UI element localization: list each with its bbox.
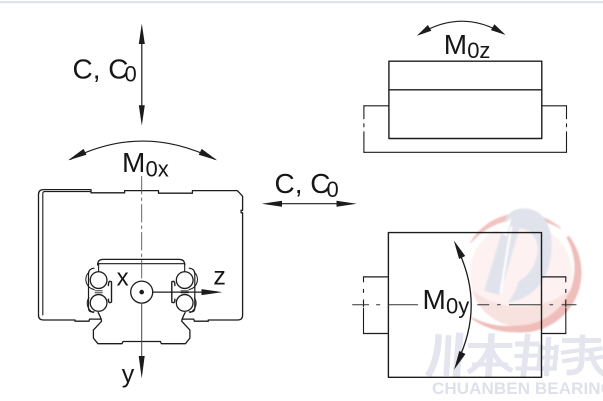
svg-text:z: z: [213, 263, 226, 291]
svg-text:0x: 0x: [146, 157, 169, 182]
svg-text:x: x: [117, 265, 129, 292]
svg-text:M: M: [122, 147, 145, 178]
svg-text:0z: 0z: [467, 38, 490, 63]
svg-text:M: M: [423, 284, 446, 315]
svg-text:0: 0: [125, 61, 137, 86]
svg-text:CHUANBEN BEARING: CHUANBEN BEARING: [432, 379, 603, 398]
svg-text:C, C: C, C: [275, 168, 331, 199]
svg-text:0: 0: [327, 177, 339, 202]
svg-text:y: y: [122, 360, 135, 388]
svg-text:0y: 0y: [446, 294, 469, 319]
svg-text:C, C: C, C: [73, 54, 129, 85]
svg-text:M: M: [444, 29, 467, 60]
